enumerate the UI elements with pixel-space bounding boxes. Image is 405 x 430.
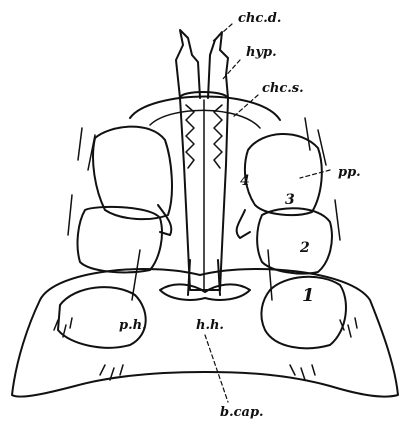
setae bbox=[54, 118, 357, 380]
label-p-h: p.h. bbox=[119, 319, 147, 332]
dorsal-tooth-right bbox=[208, 32, 228, 98]
label-b-cap: b.cap. bbox=[220, 406, 264, 419]
label-pp: pp. bbox=[338, 166, 361, 179]
right-palp-segment-3 bbox=[245, 134, 322, 215]
segment-number-4: 4 bbox=[240, 174, 250, 188]
segment-number-1: 1 bbox=[302, 287, 315, 305]
label-chc-s: chc.s. bbox=[262, 82, 304, 95]
segment-number-3: 3 bbox=[285, 193, 295, 207]
left-palp-distal bbox=[93, 127, 172, 220]
hypopharyngeal-base bbox=[160, 284, 250, 300]
inner-arc bbox=[150, 110, 260, 128]
segment-number-2: 2 bbox=[300, 241, 310, 255]
label-chc-d: chc.d. bbox=[238, 12, 281, 25]
right-palp-segment-2 bbox=[257, 208, 332, 273]
label-h-h: h.h. bbox=[196, 319, 224, 332]
chitin-zigzag-left bbox=[186, 105, 194, 168]
right-claw bbox=[237, 210, 250, 238]
dorsal-tooth-left bbox=[176, 30, 200, 98]
chitin-zigzag-right bbox=[214, 105, 222, 168]
superior-arc bbox=[130, 97, 280, 121]
label-hyp: hyp. bbox=[246, 46, 277, 59]
